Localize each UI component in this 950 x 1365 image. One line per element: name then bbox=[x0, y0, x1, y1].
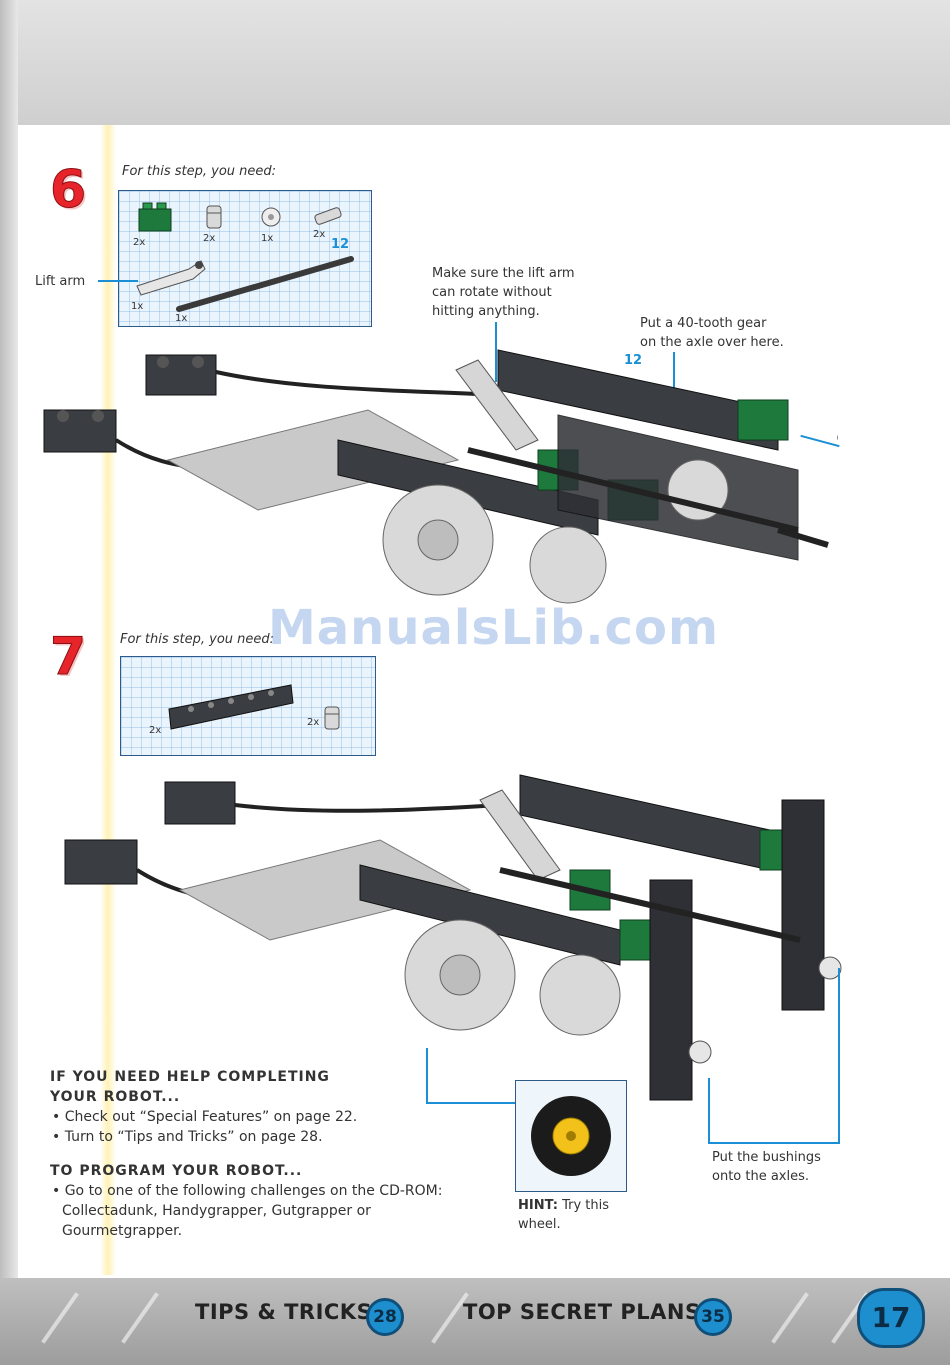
touch-sensor-icon bbox=[43, 354, 217, 453]
connector-peg-icon bbox=[314, 207, 342, 225]
qty-peg: 2x bbox=[313, 229, 326, 240]
footer-tips-link[interactable]: TIPS & TRICKS bbox=[195, 1300, 373, 1324]
footer-plans-page-badge[interactable]: 35 bbox=[694, 1298, 732, 1336]
step-7-model-illustration bbox=[64, 774, 842, 1101]
bushing-arrow-left bbox=[708, 1078, 710, 1143]
wheel-arrow-up bbox=[426, 1048, 428, 1103]
qty-lift-arm: 1x bbox=[131, 301, 144, 312]
wheel-arrow-base bbox=[426, 1102, 516, 1104]
footer-bar: TIPS & TRICKS 28 TOP SECRET PLANS 35 17 bbox=[0, 1278, 950, 1365]
lift-arm-arrow bbox=[98, 280, 138, 282]
bushing-arrow-right bbox=[838, 968, 840, 1143]
note-gear: Put a 40-tooth gear on the axle over her… bbox=[640, 316, 784, 350]
qty-axle: 1x bbox=[175, 313, 188, 324]
black-beam-icon bbox=[168, 684, 294, 730]
step-6-model-illustration bbox=[43, 349, 838, 604]
lift-arm-label: Lift arm bbox=[35, 274, 86, 289]
step-7-parts-art bbox=[168, 684, 340, 730]
step-6-number: 6 bbox=[49, 160, 87, 221]
axle-length-label: 12 bbox=[331, 237, 350, 252]
qty-bushing-7: 2x bbox=[307, 717, 320, 728]
hint-text: HINT: Try this wheel. bbox=[518, 1198, 610, 1232]
green-brick-icon bbox=[138, 202, 172, 232]
touch-sensor-icon bbox=[64, 781, 236, 885]
peg-insert-icon bbox=[837, 427, 838, 451]
note-gear-arrow bbox=[673, 352, 675, 388]
bushing-model-icon bbox=[688, 956, 842, 1064]
bushing-icon bbox=[206, 205, 222, 229]
bushing-note: Put the bushings onto the axles. bbox=[712, 1150, 821, 1184]
step-6-parts-art bbox=[136, 202, 354, 312]
lift-arm-icon bbox=[136, 260, 206, 296]
axle-12-label: 12 bbox=[624, 353, 643, 368]
page-edge bbox=[0, 0, 18, 1290]
help-section: IF YOU NEED HELP COMPLETING YOUR ROBOT..… bbox=[50, 1069, 443, 1239]
step-6-need-label: For this step, you need: bbox=[122, 164, 277, 179]
hint-wheel-box bbox=[515, 1080, 627, 1192]
bushing-arrow-base bbox=[708, 1142, 840, 1144]
qty-black-beam: 2x bbox=[149, 725, 162, 736]
step-7-number: 7 bbox=[49, 627, 87, 688]
axle-icon bbox=[176, 256, 354, 312]
top-band bbox=[0, 0, 950, 125]
watermark: ManualsLib.com bbox=[268, 600, 719, 656]
lift-arm-model-icon bbox=[455, 359, 539, 451]
qty-green-brick: 2x bbox=[133, 237, 146, 248]
bushing-icon bbox=[324, 706, 340, 730]
vertical-beam-icon bbox=[649, 799, 825, 1101]
note-lift-arm: Make sure the lift arm can rotate withou… bbox=[432, 266, 575, 319]
qty-small-gear: 1x bbox=[261, 233, 274, 244]
base-plate-icon bbox=[166, 409, 460, 511]
page-number-badge: 17 bbox=[857, 1288, 925, 1348]
note-lift-arm-arrow bbox=[495, 322, 497, 382]
qty-bushing: 2x bbox=[203, 233, 216, 244]
small-gear-icon bbox=[261, 207, 281, 227]
step-7-need-label: For this step, you need: bbox=[120, 632, 275, 647]
footer-plans-link[interactable]: TOP SECRET PLANS bbox=[463, 1300, 701, 1324]
axle-model-icon bbox=[467, 447, 829, 548]
step-6-parts-box: 2x 2x 1x 2x 1x 1x 12 bbox=[118, 190, 372, 327]
wheel-icon bbox=[531, 1096, 611, 1176]
step-7-parts-box: 2x 2x bbox=[120, 656, 376, 756]
footer-tips-page-badge[interactable]: 28 bbox=[366, 1298, 404, 1336]
